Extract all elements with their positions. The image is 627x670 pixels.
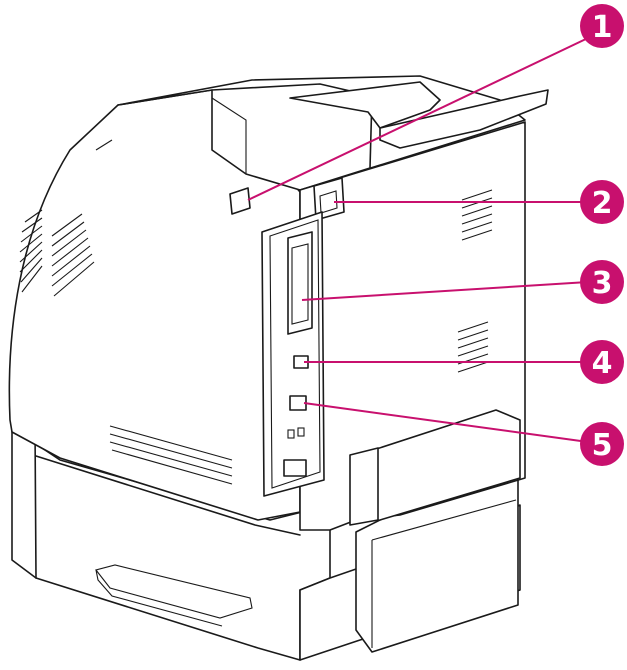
power-socket <box>313 177 345 221</box>
leader-line-1 <box>247 37 589 201</box>
callout-1-number: 1 <box>592 10 613 45</box>
callout-4-number: 4 <box>592 346 613 381</box>
callout-leaders <box>247 37 589 443</box>
callout-1: 1 <box>580 4 624 48</box>
callout-2-number: 2 <box>592 186 613 221</box>
callout-5-number: 5 <box>592 428 613 463</box>
callout-1-badge <box>580 4 624 48</box>
callout-4-badge <box>580 340 624 384</box>
callout-5-badge <box>580 422 624 466</box>
printer-body <box>8 75 549 531</box>
callout-4: 4 <box>580 340 624 384</box>
lower-tray <box>11 425 521 661</box>
callout-3: 3 <box>580 260 624 304</box>
callout-2-badge <box>580 180 624 224</box>
power-switch <box>229 187 251 215</box>
callout-3-number: 3 <box>592 266 613 301</box>
leader-line-5 <box>303 402 589 443</box>
network-port <box>289 395 307 411</box>
callout-5: 5 <box>580 422 624 466</box>
leader-line-3 <box>301 281 589 301</box>
eio-slot <box>287 231 313 335</box>
callout-2: 2 <box>580 180 624 224</box>
callout-3-badge <box>580 260 624 304</box>
